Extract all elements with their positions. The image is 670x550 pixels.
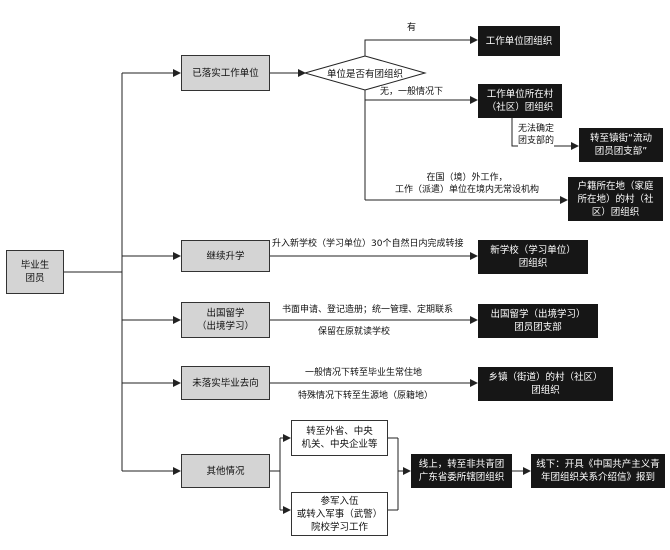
edge-label-no-general: 无，一般情况下	[380, 86, 444, 98]
root-node: 毕业生 团员	[6, 250, 64, 294]
branch-further-study: 继续升学	[181, 240, 270, 272]
edge-label-abroad-work: 在国（境）外工作， 工作（派遣）单位在境内无常设机构	[395, 172, 540, 196]
target-household-org: 户籍所在地（家庭 所在地）的村（社 区）团组织	[568, 177, 663, 221]
branch-other: 其他情况	[181, 454, 270, 488]
target-abroad-branch: 出国留学（出境学习） 团员团支部	[478, 304, 598, 338]
target-offline-transfer: 线下：开具《中国共产主义青 年团组织关系介绍信》报到	[531, 454, 665, 488]
decision-diamond	[303, 55, 427, 91]
target-floating-branch: 转至镇街“流动 团员团支部”	[579, 128, 663, 162]
target-village-org: 工作单位所在村 （社区）团组织	[478, 84, 562, 118]
edge-label-abroad-keep: 保留在原就读学校	[318, 326, 391, 338]
edge-label-abroad-apply: 书面申请、登记造册；统一管理、定期联系	[282, 304, 454, 316]
branch-employed: 已落实工作单位	[181, 55, 270, 91]
target-work-unit-org: 工作单位团组织	[478, 26, 560, 56]
edge-label-unplaced-special: 特殊情况下转至生源地（原籍地）	[298, 390, 434, 402]
edge-label-further-study: 升入新学校（学习单位）30个自然日内完成转接	[272, 238, 464, 250]
target-online-transfer: 线上，转至非共青团 广东省委所辖团组织	[411, 454, 512, 488]
connector-yes	[364, 36, 478, 56]
connector-undetermined	[511, 118, 579, 150]
edge-label-undetermined: 无法确定 团支部的	[518, 123, 555, 147]
branch-unplaced: 未落实毕业去向	[181, 366, 270, 400]
branch-study-abroad: 出国留学 （出境学习）	[181, 302, 270, 338]
edge-label-yes: 有	[407, 22, 417, 34]
other-military-node: 参军入伍 或转入军事（武警） 院校学习工作	[291, 492, 388, 536]
decision-label: 单位是否有团组织	[326, 69, 403, 80]
target-township-org: 乡镇（街道）的村（社区） 团组织	[478, 367, 613, 401]
target-new-school-org: 新学校（学习单位） 团组织	[478, 240, 588, 274]
other-central-node: 转至外省、中央 机关、中央企业等	[291, 420, 388, 456]
edge-label-unplaced-general: 一般情况下转至毕业生常住地	[305, 367, 423, 379]
